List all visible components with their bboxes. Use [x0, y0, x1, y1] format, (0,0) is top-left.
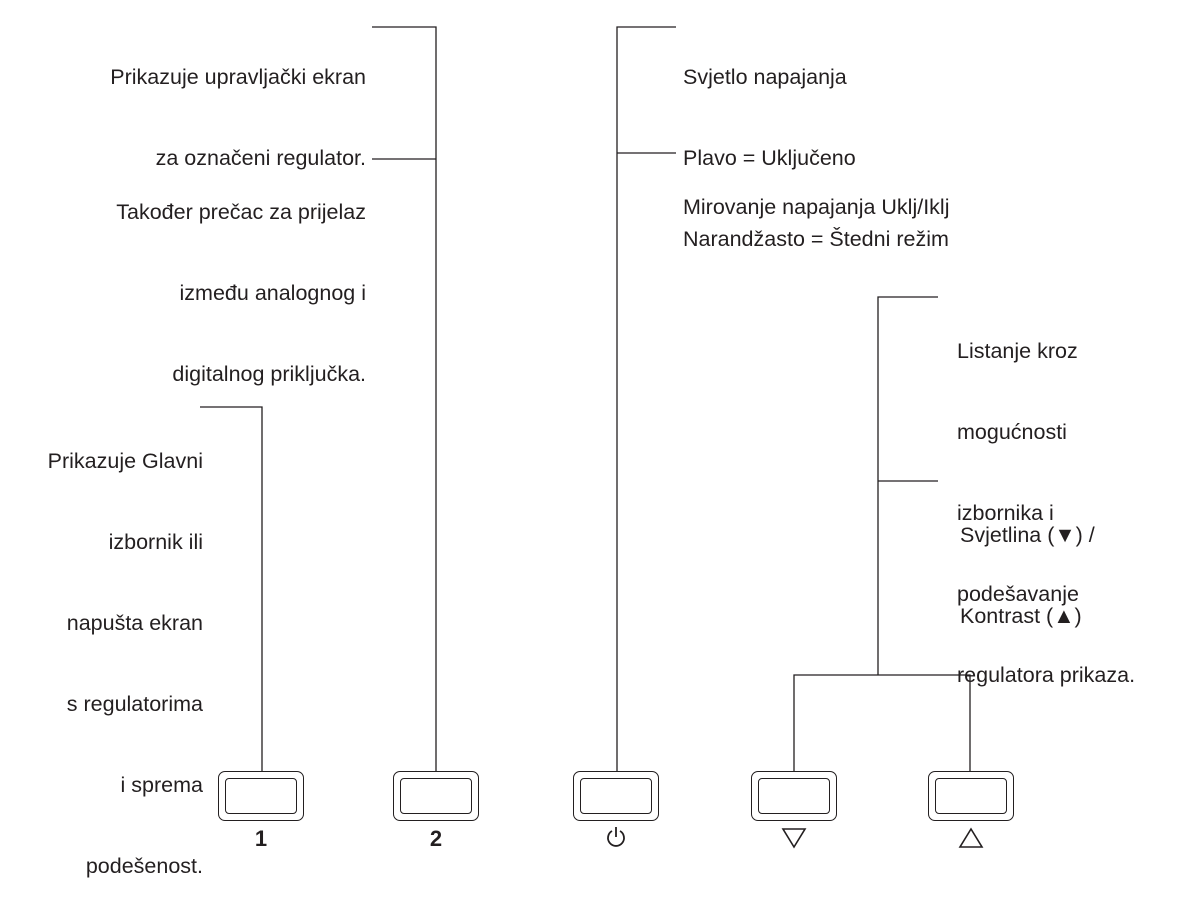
callout-line: izbornika i [957, 501, 1054, 525]
callout-arrows-menu: Listanje kroz mogućnosti izbornika i pod… [957, 284, 1135, 716]
callout-line: izbornik ili [108, 530, 203, 554]
connector-arrows-fork [793, 674, 971, 771]
callout-line: Također prečac za prijelaz [116, 200, 366, 224]
callout-btn2-shortcut: Također prečac za prijelaz između analog… [116, 145, 366, 415]
power-icon [607, 827, 625, 847]
callout-btn2-display: Prikazuje upravljački ekran za označeni … [110, 10, 366, 199]
down-button-face [758, 778, 830, 814]
button-1[interactable] [218, 771, 304, 821]
triangle-down-outline-icon [781, 828, 807, 849]
callout-power-light: Svjetlo napajanja Plavo = Uključeno Nara… [683, 10, 949, 280]
callout-line: Kontrast (▲) [960, 604, 1082, 628]
up-button-face [935, 778, 1007, 814]
callout-line: Prikazuje Glavni [47, 449, 203, 473]
callout-line: napušta ekran [66, 611, 203, 635]
callout-line: Mirovanje napajanja Uklj/Iklj [683, 195, 950, 219]
power-button[interactable] [573, 771, 659, 821]
callout-line: podešavanje [957, 582, 1079, 606]
down-button[interactable] [751, 771, 837, 821]
callout-line: između analognog i [179, 281, 366, 305]
triangle-up-outline-icon [958, 827, 984, 848]
callout-line: Plavo = Uključeno [683, 146, 856, 170]
connector-arrows [877, 296, 938, 675]
callout-line: s regulatorima [66, 692, 203, 716]
button-2[interactable] [393, 771, 479, 821]
connector-power [616, 26, 676, 771]
connector-btn1 [200, 406, 263, 771]
connector-btn2 [372, 26, 437, 771]
callout-arrows-brightness: Svjetlina (▼) / Kontrast (▲) [960, 468, 1095, 657]
power-button-face [580, 778, 652, 814]
callout-line: digitalnog priključka. [172, 362, 366, 386]
callout-line: za označeni regulator. [155, 146, 366, 170]
callout-power-standby: Mirovanje napajanja Uklj/Iklj [683, 140, 949, 248]
callout-line: podešenost. [85, 854, 203, 878]
button-2-face [400, 778, 472, 814]
callout-btn1: Prikazuje Glavni izbornik ili napušta ek… [48, 394, 203, 907]
callout-line: Narandžasto = Štedni režim [683, 227, 949, 251]
callout-line: i sprema [120, 773, 203, 797]
callout-line: mogućnosti [957, 420, 1067, 444]
up-button[interactable] [928, 771, 1014, 821]
connector-lines [200, 26, 971, 771]
callout-line: regulatora prikaza. [957, 663, 1136, 687]
button-2-label: 2 [429, 826, 443, 851]
button-1-face [225, 778, 297, 814]
callout-line: Prikazuje upravljački ekran [110, 65, 366, 89]
button-1-label: 1 [254, 826, 268, 851]
callout-line: Svjetlina (▼) / [960, 523, 1095, 547]
callout-line: Listanje kroz [957, 339, 1078, 363]
callout-line: Svjetlo napajanja [683, 65, 847, 89]
